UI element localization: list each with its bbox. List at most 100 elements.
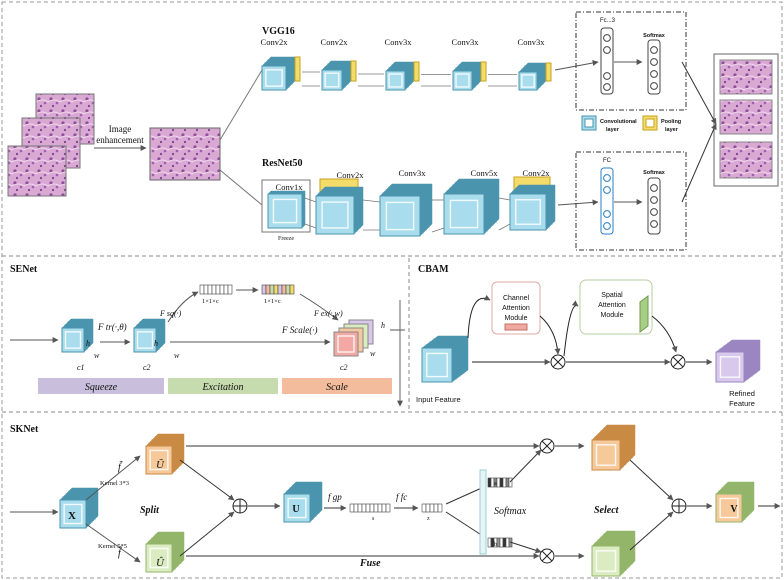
sknet-a-cell xyxy=(508,477,513,488)
resnet50-connector xyxy=(304,197,317,203)
resnet50-fc-label: FC xyxy=(603,158,612,164)
senet-squeeze-arrow xyxy=(167,291,199,323)
senet-input-block-inner xyxy=(64,331,82,349)
senet-vec1-cell xyxy=(215,284,221,295)
cbam-input-block xyxy=(421,335,469,383)
u-hat-to-sum-arrow xyxy=(179,511,235,557)
senet-transformed-block-inner xyxy=(136,331,154,349)
senet-fscale-label: F Scale(·) xyxy=(281,325,317,335)
resnet50-to-output-arrow xyxy=(681,123,717,203)
sknet-out-a-block xyxy=(591,424,636,471)
spatial-attention-box xyxy=(579,279,653,335)
resnet50-conv-block-inner xyxy=(272,198,298,224)
sknet-a-cell xyxy=(505,477,510,488)
fgp-label: f gp xyxy=(328,492,342,502)
sknet-s-cell xyxy=(385,503,391,513)
fc-node xyxy=(603,186,611,194)
sknet-feature-maps xyxy=(59,424,755,577)
vgg16-stage-label: Conv2x xyxy=(321,37,349,47)
sknet-s-cell xyxy=(377,503,383,513)
sknet-a-vector xyxy=(487,477,513,488)
cbam-input-block-side xyxy=(451,344,457,383)
softmax-node xyxy=(650,184,658,192)
sknet-multiply-a-cross xyxy=(541,440,553,452)
sknet-multiply-b-cross xyxy=(541,550,553,562)
resnet50-stage-label: Conv3x xyxy=(399,168,427,178)
senet-vector-1 xyxy=(199,284,233,295)
senet-w-label-c: w xyxy=(370,349,376,358)
cbam-input-block-side xyxy=(455,341,461,380)
cbam-output-block-side xyxy=(743,348,749,383)
resnet50-head-box xyxy=(575,151,687,251)
cbam-input-block-side xyxy=(459,338,465,377)
scale-label: Scale xyxy=(326,382,348,393)
vgg16-conv-block xyxy=(261,56,296,91)
resnet50-softmax-label: Softmax xyxy=(643,170,666,176)
softmax-node xyxy=(650,70,658,78)
senet-vec2-cell xyxy=(277,284,283,295)
a-to-mult-arrow xyxy=(509,449,542,483)
senet-vec2 xyxy=(261,284,295,295)
sknet-sum-2-cross xyxy=(672,499,686,513)
resnet50-softmax-column xyxy=(647,177,661,235)
sknet-z-cell xyxy=(437,503,443,513)
vgg16-title: VGG16 xyxy=(262,26,295,37)
senet-fsq-label: F sq(·) xyxy=(159,309,182,318)
sknet-u-tilde-block-inner xyxy=(149,449,169,471)
resnet50-conv-block xyxy=(443,178,500,235)
cbam-refined-feature xyxy=(715,339,761,383)
legend-conv-line2: layer xyxy=(606,127,620,133)
senet-vec1-label: 1×1×c xyxy=(202,298,219,305)
sknet-out-b-block-inner xyxy=(595,550,617,572)
output-class-image-1 xyxy=(719,59,773,95)
kernel5-arrow xyxy=(85,523,141,563)
senet-scaled-block xyxy=(333,319,374,357)
spatial-attention-line1: Spatial xyxy=(601,292,623,299)
kernel3-label: Kernel 3*3 xyxy=(100,480,129,487)
sknet-s-cell xyxy=(373,503,379,513)
legend-pool-line1: Pooling xyxy=(661,119,681,125)
vgg16-conv-block-inner xyxy=(455,73,470,88)
sknet-s-vector xyxy=(349,503,391,513)
senet-h-label-c: h xyxy=(381,321,385,330)
senet-vec2-cell xyxy=(285,284,291,295)
vgg16-softmax-column xyxy=(647,39,661,95)
senet-feature-maps xyxy=(61,318,374,357)
vgg16-conv-block-inner xyxy=(324,72,340,88)
cbam-output-block-side xyxy=(755,339,761,374)
cbam-to-channel-arrow xyxy=(467,294,491,339)
vgg16-conv-block-face xyxy=(321,69,343,91)
vgg16-conv-block xyxy=(452,61,482,91)
senet-vec1-cell xyxy=(219,284,225,295)
cbam-output-block-side xyxy=(751,342,757,377)
out-b-to-sum-arrow xyxy=(629,511,674,551)
senet-excitation-arrow xyxy=(299,293,339,321)
kernel5-label: Kernel 5*5 xyxy=(98,543,127,550)
fc-node xyxy=(603,34,611,42)
senet-c2-label-b: c2 xyxy=(340,363,348,372)
vgg16-pool-layer xyxy=(480,61,487,82)
senet-input-block xyxy=(61,318,94,353)
cbam-output-block xyxy=(715,339,761,383)
fc-node xyxy=(603,222,611,230)
sknet-z-vector xyxy=(421,503,443,513)
channel-attention-line1: Channel xyxy=(503,295,530,302)
senet-vec2-cell xyxy=(273,284,279,295)
vgg16-stage-label: Conv2x xyxy=(261,37,289,47)
a-label: a xyxy=(494,481,497,487)
senet-vec2-cell xyxy=(289,284,295,295)
vgg16-pool-layer xyxy=(413,61,420,82)
sknet-out-b-block xyxy=(591,530,636,577)
senet-vec1-cell xyxy=(199,284,205,295)
sknet-s-cell xyxy=(369,503,375,513)
senet-input-block-face xyxy=(61,327,85,353)
resnet50-conv-block xyxy=(509,184,556,231)
senet-w-label-a: w xyxy=(94,351,100,360)
senet-ftr-label: F tr(·,θ) xyxy=(97,322,127,332)
senet-vec1-cell xyxy=(211,284,217,295)
refined-label-line1: Refined xyxy=(729,389,755,398)
sknet-u-block-inner xyxy=(287,497,307,519)
vgg16-pool-layer xyxy=(545,62,552,82)
